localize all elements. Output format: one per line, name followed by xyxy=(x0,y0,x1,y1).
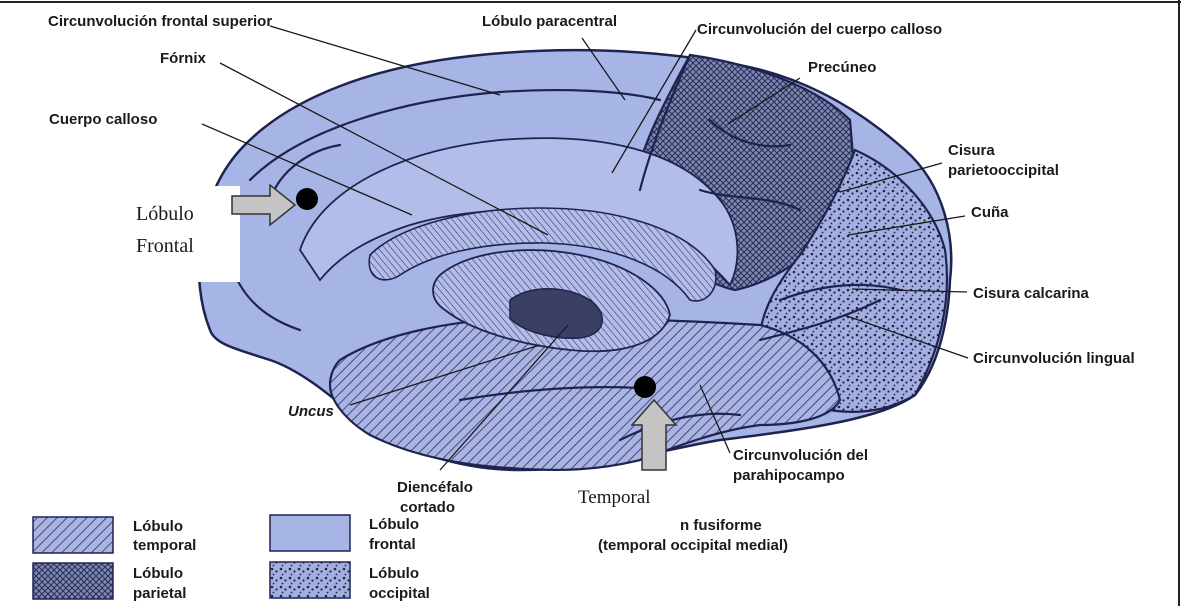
legend-temporal-2: temporal xyxy=(133,537,196,554)
legend-swatch-temporal xyxy=(33,517,113,553)
legend-occipital-2: occipital xyxy=(369,585,430,602)
legend-parietal-1: Lóbulo xyxy=(133,565,183,582)
label-cuneus: Cuña xyxy=(971,204,1009,221)
label-parahippocampal-2: parahipocampo xyxy=(733,467,845,484)
legend-parietal-2: parietal xyxy=(133,585,186,602)
label-parahippocampal-1: Circunvolución del xyxy=(733,447,868,464)
label-cingulate: Circunvolución del cuerpo calloso xyxy=(697,21,942,38)
label-paracentral: Lóbulo paracentral xyxy=(482,13,617,30)
label-corpus-callosum: Cuerpo calloso xyxy=(49,111,157,128)
legend-swatch-frontal xyxy=(270,515,350,551)
label-fornix: Fórnix xyxy=(160,50,206,67)
legend: Lóbulo temporal Lóbulo frontal Lóbulo pa… xyxy=(33,515,430,602)
label-uncus: Uncus xyxy=(288,403,334,420)
label-parieto-occipital-2: parietooccipital xyxy=(948,162,1059,179)
legend-temporal-1: Lóbulo xyxy=(133,518,183,535)
legend-frontal-2: frontal xyxy=(369,536,416,553)
temporal-marker-dot xyxy=(634,376,656,398)
frontal-annotation-box xyxy=(117,186,240,282)
label-diencephalon-1: Diencéfalo xyxy=(397,479,473,496)
label-fusiform-2: (temporal occipital medial) xyxy=(598,537,788,554)
label-diencephalon-2: cortado xyxy=(400,499,455,516)
label-lingual: Circunvolución lingual xyxy=(973,350,1135,367)
label-frontal-superior: Circunvolución frontal superior xyxy=(48,13,272,30)
label-fusiform-1: n fusiforme xyxy=(680,517,762,534)
legend-swatch-parietal xyxy=(33,563,113,599)
annotation-temporal: Temporal xyxy=(578,487,651,508)
label-calcarine: Cisura calcarina xyxy=(973,285,1090,302)
annotation-frontal-1: Lóbulo xyxy=(136,203,194,225)
label-precuneus: Precúneo xyxy=(808,59,876,76)
frontal-marker-dot xyxy=(296,188,318,210)
legend-frontal-1: Lóbulo xyxy=(369,516,419,533)
annotation-frontal-2: Frontal xyxy=(136,235,194,257)
legend-swatch-occipital xyxy=(270,562,350,598)
legend-occipital-1: Lóbulo xyxy=(369,565,419,582)
label-parieto-occipital-1: Cisura xyxy=(948,142,995,159)
